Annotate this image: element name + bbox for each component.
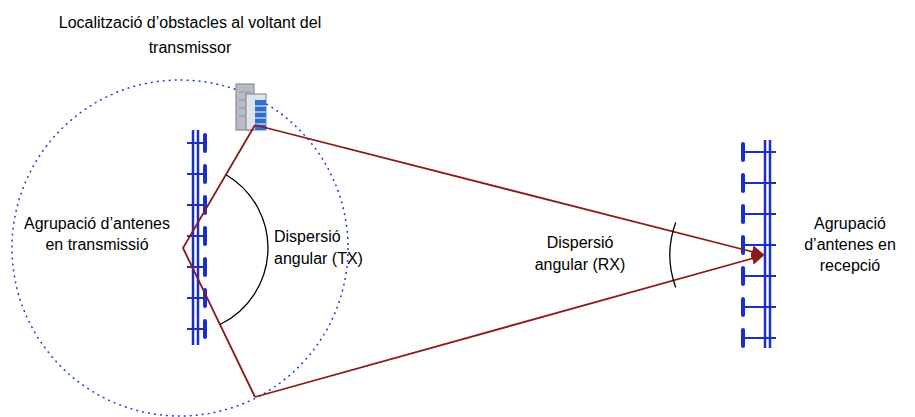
tx-spread-label: Dispersió angular (TX): [274, 226, 384, 270]
obstacle-caption: Localització d’obstacles al voltant del …: [40, 10, 340, 60]
rx-array-label: Agrupació d’antenes en recepció: [790, 213, 910, 276]
obstacle-region: [12, 80, 348, 416]
rx-antenna-array: [743, 140, 776, 348]
rx-spread-label: Dispersió angular (RX): [520, 232, 640, 276]
rx-spread-arc: [670, 223, 676, 288]
propagation-rays: [183, 125, 763, 397]
tx-spread-arc: [220, 175, 268, 325]
building-icon: [236, 84, 266, 130]
tx-array-label: Agrupació d’antenes en transmissió: [18, 213, 176, 255]
